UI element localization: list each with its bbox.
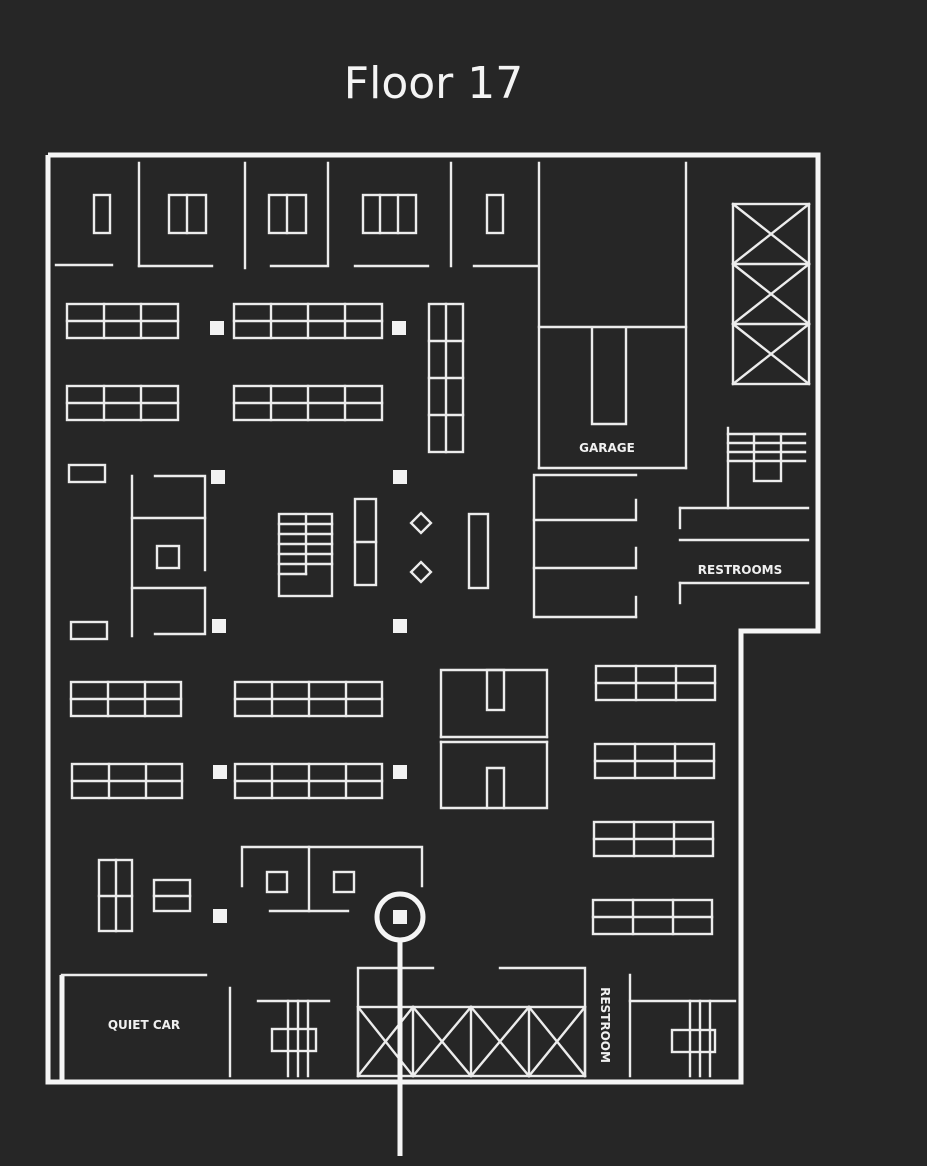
garage-room: GARAGE	[537, 327, 688, 470]
lower-left-area	[60, 845, 424, 977]
restrooms-room: RESTROOMS	[678, 506, 810, 605]
building-outline	[45, 152, 821, 1085]
office-row-top	[54, 161, 688, 470]
you-are-here-icon	[374, 891, 426, 1156]
meeting-room-left	[130, 474, 207, 638]
phone-rooms-center	[439, 668, 549, 810]
restroom-label: RESTROOM	[598, 987, 612, 1063]
garage-label: GARAGE	[579, 441, 635, 455]
restroom-bottom: RESTROOM	[598, 973, 737, 1078]
meeting-rooms-right-middle	[532, 473, 638, 619]
table	[67, 463, 107, 484]
desk-cluster	[65, 302, 717, 936]
quiet-car-label: QUIET CAR	[108, 1018, 180, 1032]
center-lounge	[277, 497, 490, 598]
stairs-right	[726, 426, 807, 510]
floor-title: Floor 17	[343, 58, 524, 109]
structural-columns	[210, 321, 407, 923]
restrooms-label: RESTROOMS	[698, 563, 783, 577]
table	[69, 620, 109, 641]
stairs-bottom-left	[228, 986, 331, 1078]
elevator-bank-bottom	[356, 966, 587, 1078]
elevator-shaft-right	[731, 202, 811, 386]
